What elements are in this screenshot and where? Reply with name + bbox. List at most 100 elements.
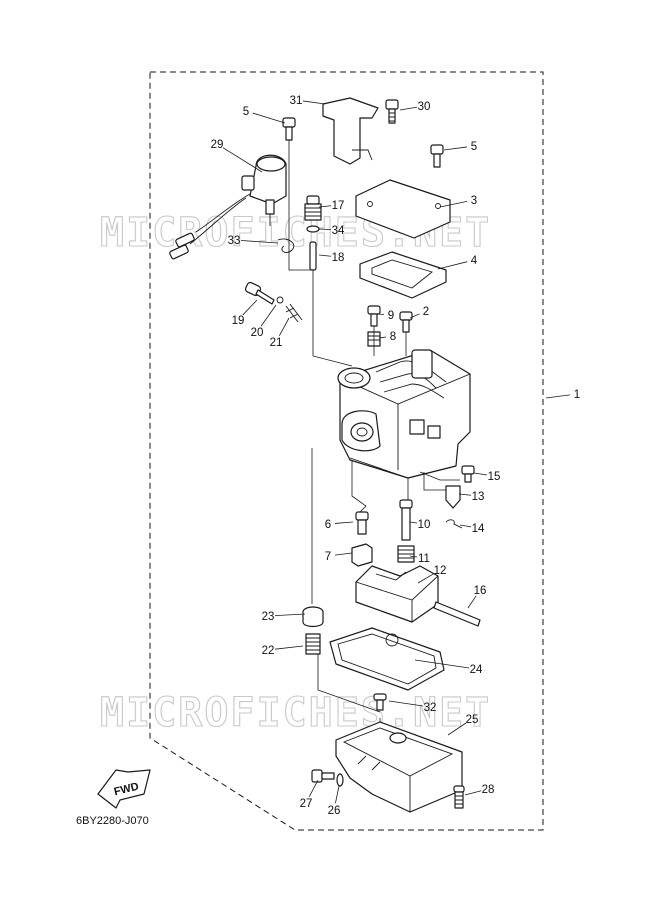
part-gasket-24 [329,627,445,691]
callout-leader-28 [464,790,482,796]
part-plug-23 [302,606,324,628]
part-screw-19 [244,281,275,305]
part-cover-3 [355,179,451,239]
part-spring-22 [305,633,321,655]
part-screw-28 [453,785,465,809]
part-clip-14 [445,519,463,529]
part-washer-26 [336,773,344,787]
callout-number-5: 5 [471,141,477,153]
callout-leader-2 [409,313,420,319]
part-solenoid-29 [169,154,287,260]
callout-leader-12 [417,573,435,584]
callout-number-33: 33 [228,235,241,247]
callout-number-25: 25 [466,714,479,726]
callout-leader-1 [545,394,571,399]
part-spring-21 [285,303,303,323]
callout-leader-25 [447,722,467,736]
callout-number-11: 11 [418,553,430,565]
drawing-code: 6BY2280-J070 [76,815,149,827]
part-jet-17 [304,195,322,221]
callout-number-20: 20 [251,327,264,339]
callout-leader-30 [399,106,418,111]
callout-leader-24 [414,659,470,669]
assembly-boundary [149,71,544,831]
part-bracket-31 [322,97,379,165]
callout-number-14: 14 [472,523,485,535]
part-jet-6 [355,511,369,535]
callout-leader-10 [409,521,418,524]
callout-leader-23 [274,613,306,617]
part-bowl-25 [335,721,463,813]
part-gasket-4 [359,251,447,299]
watermark-bottom: MICROFICHES.NET [100,690,491,736]
part-screw-27 [311,769,335,783]
callout-leader-29 [222,147,263,173]
part-screw-5-left [282,117,296,141]
callout-leader-20 [260,304,277,327]
callout-number-3: 3 [471,195,477,207]
callout-number-34: 34 [332,225,345,237]
callout-number-28: 28 [482,784,495,796]
callout-number-29: 29 [211,139,224,151]
part-ring-20 [276,296,284,304]
part-plug-7 [351,543,373,567]
callout-leader-33 [240,240,279,244]
callout-number-15: 15 [488,471,501,483]
callout-number-22: 22 [262,645,275,657]
callout-number-12: 12 [434,565,447,577]
callout-number-24: 24 [470,664,483,676]
carburetor-body [337,349,471,479]
callout-leader-16 [467,595,477,609]
fwd-label: FWD [113,781,140,799]
assembly-leader-lines [288,140,460,730]
callout-number-6: 6 [325,519,331,531]
callout-number-16: 16 [474,585,487,597]
callout-number-19: 19 [232,315,245,327]
callout-leader-13 [458,493,472,496]
part-pin-18 [309,241,317,271]
callout-number-32: 32 [424,702,437,714]
part-screw-5-right [430,144,444,168]
callout-leader-6 [334,521,354,524]
callout-number-2: 2 [423,306,429,318]
callout-leader-19 [242,299,258,316]
callout-leader-5 [252,112,286,124]
callout-leader-27 [308,779,319,797]
callout-leader-26 [335,785,340,804]
callout-number-17: 17 [332,200,345,212]
part-spring-11 [397,545,415,563]
part-oring-34 [306,225,320,233]
callout-leader-5 [443,146,468,151]
callout-leader-14 [459,524,472,528]
callout-leader-17 [318,205,332,208]
callout-number-4: 4 [471,255,478,267]
part-float-12 [355,565,439,623]
callout-number-31: 31 [290,95,303,107]
callout-leader-32 [388,700,424,707]
callout-number-23: 23 [262,611,275,623]
part-pipe-10 [399,499,413,541]
callout-number-26: 26 [328,805,341,817]
part-screw-9 [367,305,381,327]
part-screw-32 [373,693,387,711]
callout-leader-8 [378,336,387,339]
part-needle-13 [445,485,461,509]
callout-number-30: 30 [418,101,431,113]
callout-number-1: 1 [574,389,580,401]
callout-leader-21 [278,317,290,337]
callout-number-21: 21 [270,337,283,349]
callout-leader-4 [437,261,468,270]
callout-number-7: 7 [325,551,331,563]
callout-number-9: 9 [388,310,394,322]
callout-leader-31 [302,100,326,105]
callout-number-5: 5 [243,106,249,118]
part-screw-30 [385,99,399,124]
callout-number-27: 27 [300,798,313,810]
callout-number-13: 13 [472,491,485,503]
callout-number-18: 18 [332,252,345,264]
part-screw-15 [461,465,475,483]
callout-number-8: 8 [390,331,396,343]
part-clip-33 [277,238,295,253]
callout-leader-7 [334,552,353,556]
